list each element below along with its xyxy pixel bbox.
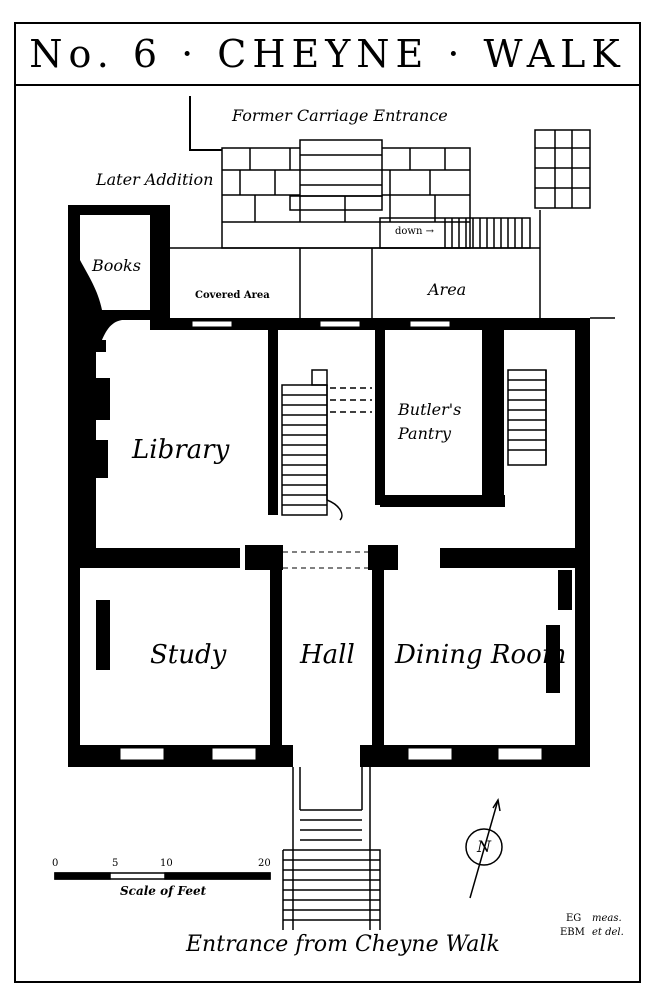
former-carriage-entrance-label: Former Carriage Entrance [232, 106, 448, 125]
credit-note-meas: meas. [592, 913, 622, 924]
title-band: No. 6 · CHEYNE · WALK [14, 22, 641, 86]
hall-label: Hall [300, 640, 355, 670]
scale-bar [54, 872, 271, 880]
butlers-pantry-label-line2: Pantry [398, 424, 452, 443]
library-label: Library [132, 435, 230, 465]
site-lines [170, 210, 615, 320]
compass-rose [465, 797, 503, 899]
later-addition-label: Later Addition [96, 170, 214, 189]
scale-tick-5: 5 [112, 858, 119, 869]
carriage-entrance-marker [189, 96, 222, 151]
entrance-steps [282, 767, 381, 930]
drawing-title: No. 6 · CHEYNE · WALK [29, 32, 626, 76]
credit-initials-eg: EG [566, 913, 582, 924]
scale-of-feet-label: Scale of Feet [120, 884, 207, 898]
credit-note-et-del: et del. [592, 927, 624, 938]
hall-passage [283, 551, 368, 569]
down-label: down → [395, 226, 434, 237]
stonework-courtyard [221, 129, 591, 249]
compass-north-letter: N [477, 837, 491, 856]
windows [119, 320, 543, 761]
scale-tick-0: 0 [52, 858, 59, 869]
study-label: Study [150, 640, 227, 670]
covered-area-label: Covered Area [195, 290, 270, 301]
books-room-label: Books [92, 256, 141, 275]
main-staircase [281, 369, 372, 521]
scale-tick-20: 20 [258, 858, 271, 869]
credit-initials-ebm: EBM [560, 927, 585, 938]
scale-tick-10: 10 [160, 858, 173, 869]
walls [68, 205, 590, 767]
dining-room-label: Dining Room [395, 640, 567, 670]
entrance-label: Entrance from Cheyne Walk [186, 932, 500, 957]
drawing-border [14, 22, 641, 983]
butlers-pantry-label-line1: Butler's [398, 400, 462, 419]
area-label: Area [428, 280, 467, 299]
back-staircase [507, 369, 547, 466]
